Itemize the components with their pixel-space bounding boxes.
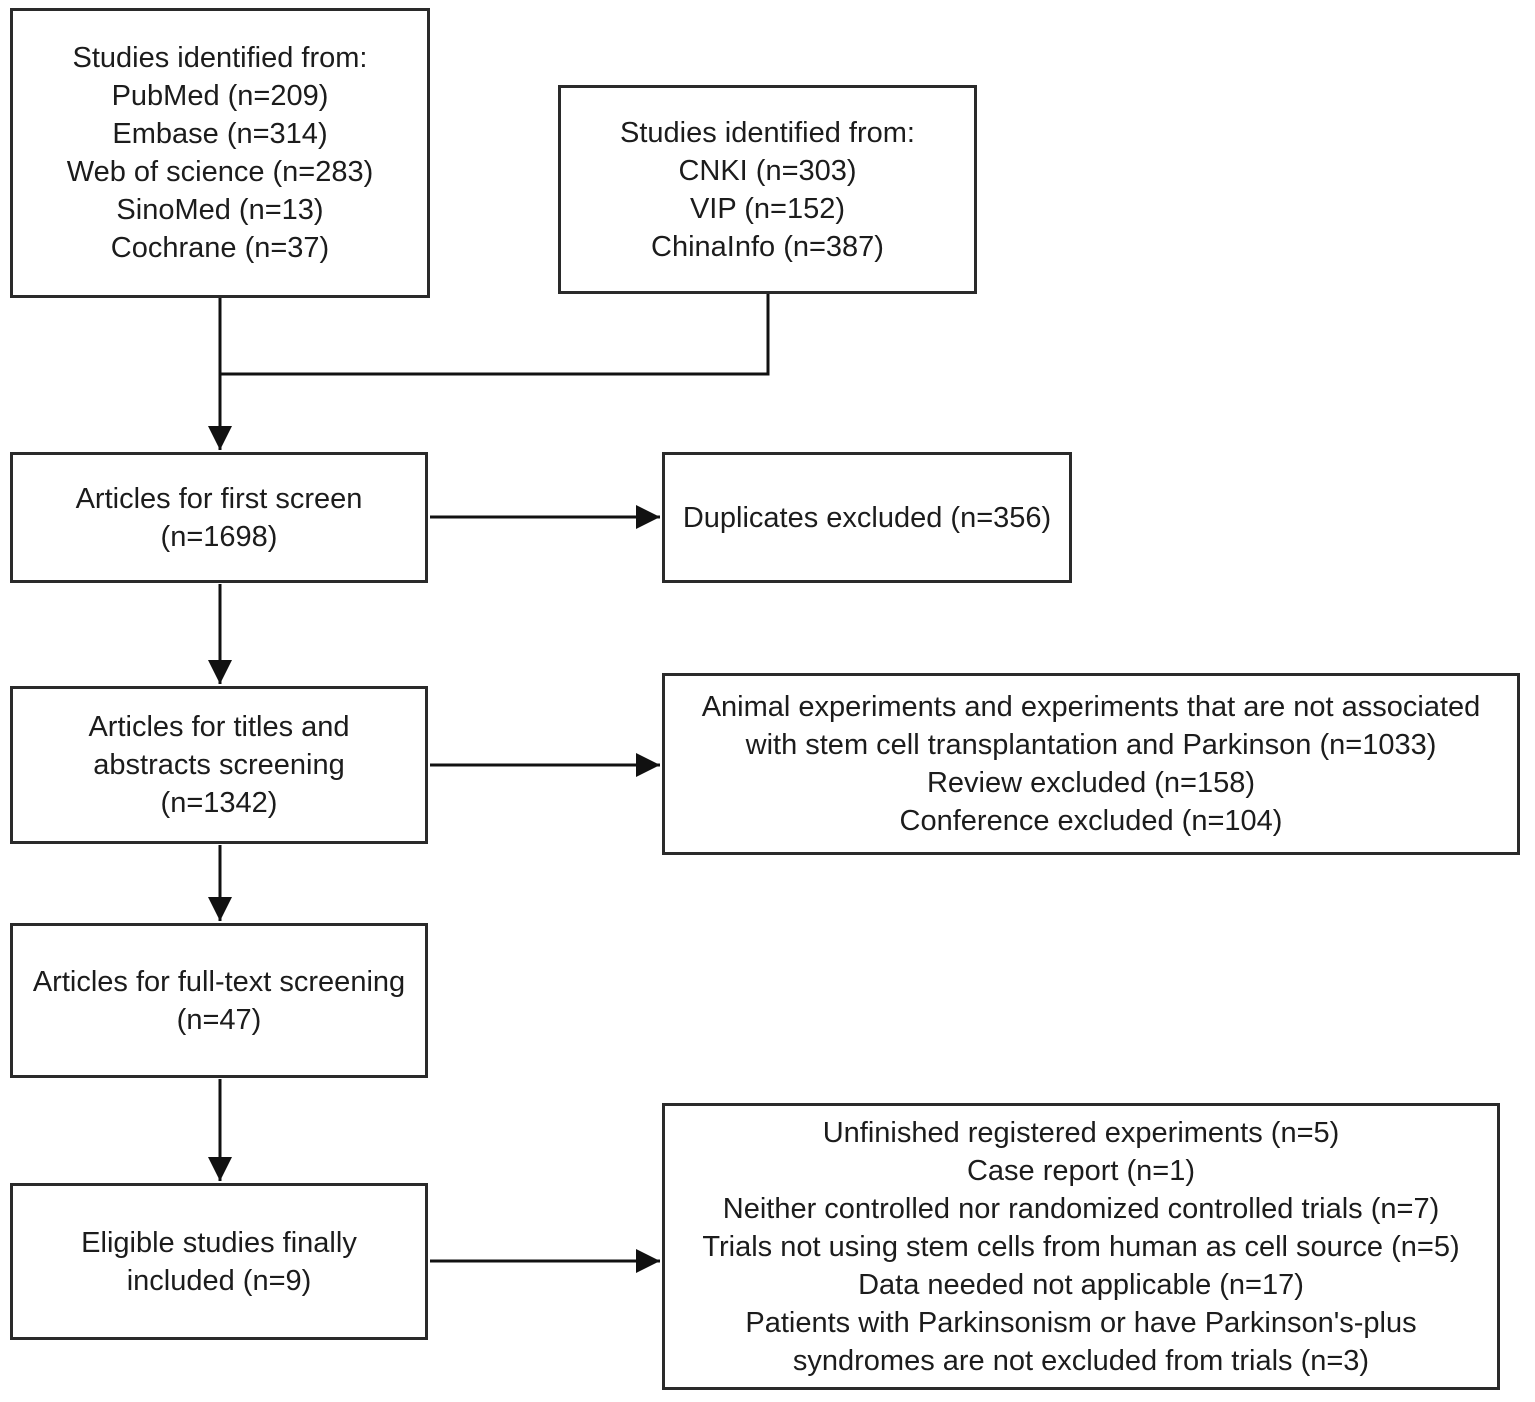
box-studies-identified-international-databases: Studies identified from: PubMed (n=209) … bbox=[10, 8, 430, 298]
connector-cn-merge bbox=[220, 294, 770, 376]
box-duplicates-excluded: Duplicates excluded (n=356) bbox=[662, 452, 1072, 583]
box-titles-abstracts-screening: Articles for titles and abstracts screen… bbox=[10, 686, 428, 844]
box-title-abstract-exclusion-reasons: Animal experiments and experiments that … bbox=[662, 673, 1520, 855]
box-studies-identified-chinese-databases: Studies identified from: CNKI (n=303) VI… bbox=[558, 85, 977, 294]
box-full-text-screening: Articles for full-text screening (n=47) bbox=[10, 923, 428, 1078]
box-full-text-exclusion-reasons: Unfinished registered experiments (n=5) … bbox=[662, 1103, 1500, 1390]
box-eligible-studies-included: Eligible studies finally included (n=9) bbox=[10, 1183, 428, 1340]
box-articles-first-screen: Articles for first screen (n=1698) bbox=[10, 452, 428, 583]
